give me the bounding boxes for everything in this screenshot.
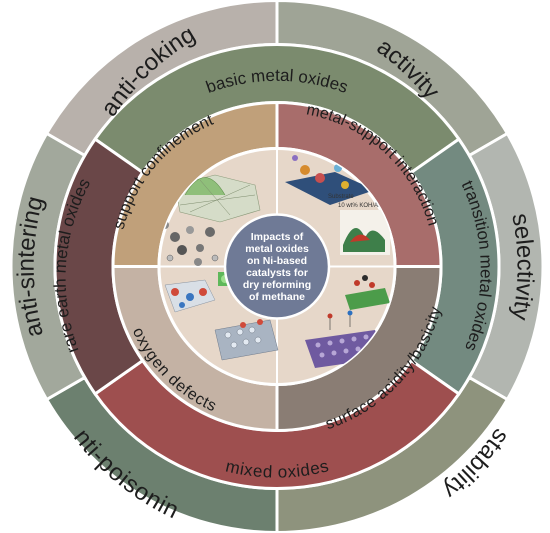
substrate-label: Substrate: [328, 194, 354, 200]
center-line-5: dry reforming: [243, 279, 311, 291]
center-line-3: on Ni-based: [247, 255, 307, 267]
koh-label: 10 wt% KOH/Al₂O₃: [338, 203, 389, 209]
inner-ring: [111, 100, 443, 433]
center-title: Impacts of metal oxides on Ni-based cata…: [243, 231, 311, 303]
outer-label-selectivity: selectivity: [506, 211, 538, 322]
figure-thumbnails: Substrate 10 wt% KOH/Al₂O₃: [161, 155, 390, 368]
surface-acidity-figure: [305, 275, 390, 368]
center-line-6: of methane: [249, 291, 305, 303]
center-line-2: metal oxides: [245, 243, 309, 255]
center-line-1: Impacts of: [251, 231, 304, 243]
middle-ring: [53, 43, 501, 490]
oxygen-defects-figure: [164, 272, 279, 361]
center-circle: [223, 213, 331, 320]
support-confinement-figure: [161, 174, 261, 266]
metal-support-figure: Substrate 10 wt% KOH/Al₂O₃: [285, 155, 390, 255]
center-line-4: catalysts for: [246, 267, 308, 279]
